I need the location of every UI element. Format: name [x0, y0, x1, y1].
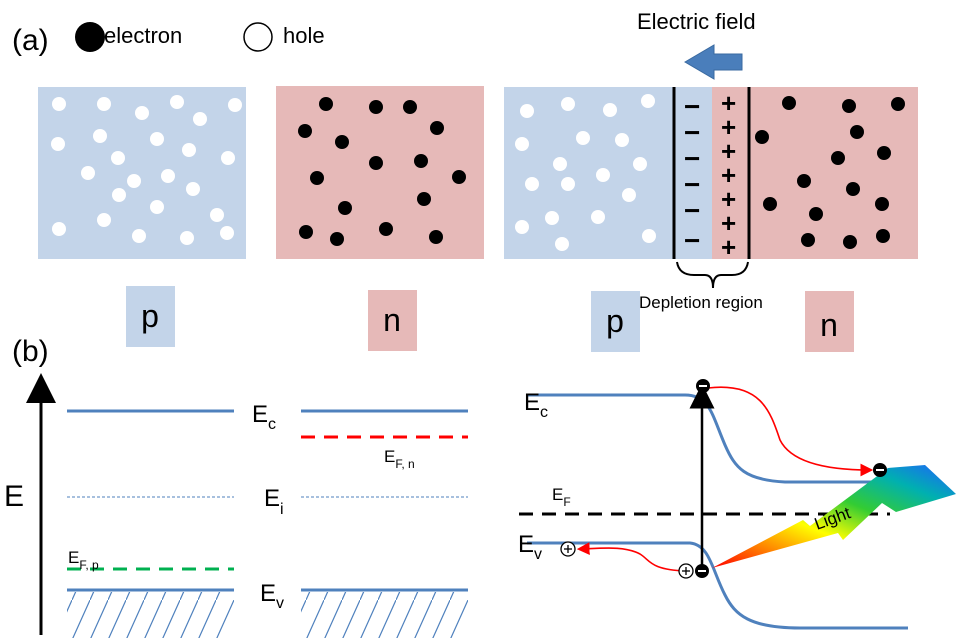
electron-legend-label: electron — [104, 23, 182, 48]
p-label: p — [141, 298, 159, 334]
p-label-box — [126, 286, 175, 347]
light-beam-icon — [712, 465, 956, 568]
hole-drift-arrow — [576, 542, 687, 572]
hole-legend-label: hole — [283, 23, 325, 48]
svg-text:−: − — [684, 143, 700, 174]
holes-junction-p — [515, 94, 656, 251]
negative-charges: − − − − − − — [684, 91, 700, 256]
ef-label: EF — [552, 485, 571, 509]
electric-field-label: Electric field — [637, 9, 756, 34]
efn-label: EF, n — [384, 447, 415, 471]
svg-text:+: + — [721, 88, 736, 118]
depletion-region-label: Depletion region — [639, 293, 763, 312]
n-label-box-2 — [805, 291, 854, 352]
n-label-2: n — [820, 307, 838, 343]
hole-icon-left — [560, 541, 576, 557]
svg-text:+: + — [721, 232, 736, 262]
positive-charges: + + + + + + + — [721, 88, 736, 262]
electron-icon-top — [696, 379, 710, 393]
panel-b-label: (b) — [12, 335, 49, 368]
ei-label: Ei — [264, 485, 284, 518]
ec-label: Ec — [252, 401, 276, 433]
svg-text:−: − — [684, 117, 700, 148]
svg-text:−: − — [684, 225, 700, 256]
electron-icon-right — [873, 463, 887, 477]
svg-text:−: − — [684, 169, 700, 200]
p-label-box-2 — [591, 291, 640, 352]
ev-junction-curve — [527, 541, 908, 630]
efp-label: EF, p — [68, 548, 99, 572]
panel-a-label: (a) — [12, 24, 49, 57]
electron-legend-icon — [75, 22, 105, 52]
hole-legend-icon — [243, 22, 273, 52]
depletion-brace — [676, 261, 749, 289]
electrons-n-block — [298, 97, 466, 246]
electron-icon-bottom — [695, 564, 709, 578]
hole-icon-bottom — [678, 563, 694, 579]
p-label-2: p — [606, 303, 624, 339]
svg-text:+: + — [721, 208, 736, 238]
ev-label-2: Ev — [518, 531, 542, 563]
svg-text:−: − — [684, 91, 700, 122]
ev-label: Ev — [260, 580, 284, 612]
valence-p-hatch — [67, 592, 234, 638]
ec-label-2: Ec — [524, 389, 548, 421]
svg-text:+: + — [721, 112, 736, 142]
electrons-junction-n — [755, 96, 905, 249]
valence-n-hatch — [301, 592, 468, 638]
electron-drift-arrow — [707, 386, 874, 477]
holes-p-block — [51, 95, 242, 245]
electric-field-arrow-icon — [684, 44, 743, 80]
svg-text:+: + — [721, 184, 736, 214]
n-label-box — [368, 290, 417, 351]
svg-text:+: + — [721, 160, 736, 190]
svg-text:+: + — [721, 136, 736, 166]
n-label: n — [383, 302, 401, 338]
svg-text:−: − — [684, 195, 700, 226]
energy-axis-label: E — [4, 480, 24, 513]
